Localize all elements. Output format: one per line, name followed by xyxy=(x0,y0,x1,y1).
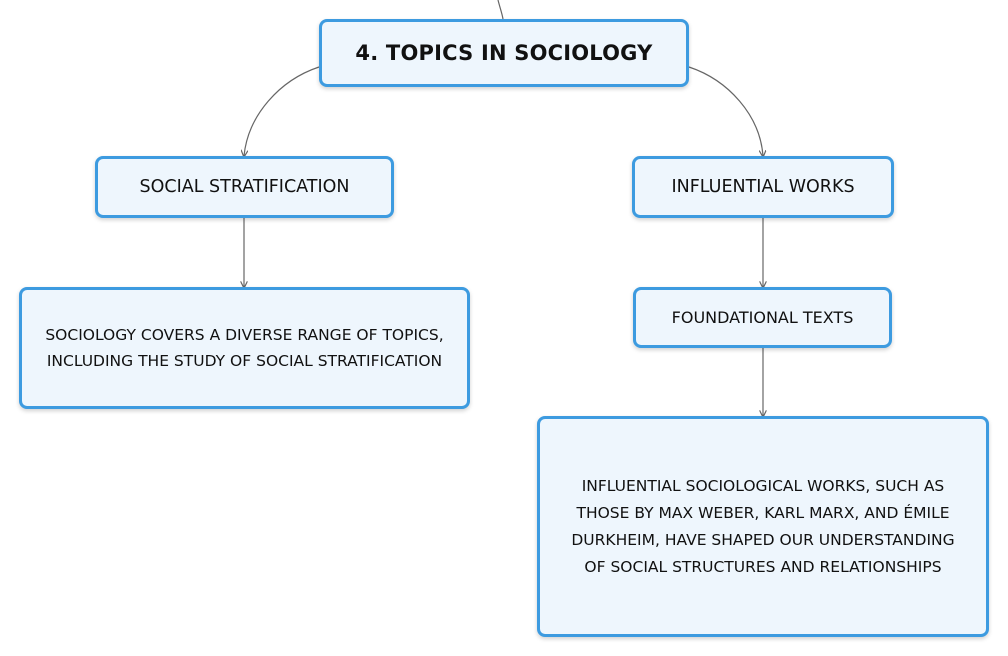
node-foundational-texts[interactable]: FOUNDATIONAL TEXTS xyxy=(633,287,892,348)
node-foundational-texts-label: FOUNDATIONAL TEXTS xyxy=(671,308,854,327)
root-node[interactable]: 4. TOPICS IN SOCIOLOGY xyxy=(319,19,689,87)
node-foundational-texts-detail-text: INFLUENTIAL SOCIOLOGICAL WORKS, SUCH AS … xyxy=(571,476,955,576)
connector-root-to-influential-works xyxy=(688,66,763,156)
node-social-stratification-detail-text: SOCIOLOGY COVERS A DIVERSE RANGE OF TOPI… xyxy=(45,326,444,370)
node-social-stratification[interactable]: SOCIAL STRATIFICATION xyxy=(95,156,394,218)
node-influential-works-label: INFLUENTIAL WORKS xyxy=(671,177,855,197)
connector-parent-to-root xyxy=(497,0,504,20)
node-influential-works[interactable]: INFLUENTIAL WORKS xyxy=(632,156,894,218)
connector-root-to-social-stratification xyxy=(244,66,320,156)
node-social-stratification-label: SOCIAL STRATIFICATION xyxy=(139,177,350,197)
node-foundational-texts-detail[interactable]: INFLUENTIAL SOCIOLOGICAL WORKS, SUCH AS … xyxy=(537,416,989,637)
root-node-label: 4. TOPICS IN SOCIOLOGY xyxy=(355,41,653,65)
node-social-stratification-detail[interactable]: SOCIOLOGY COVERS A DIVERSE RANGE OF TOPI… xyxy=(19,287,470,409)
